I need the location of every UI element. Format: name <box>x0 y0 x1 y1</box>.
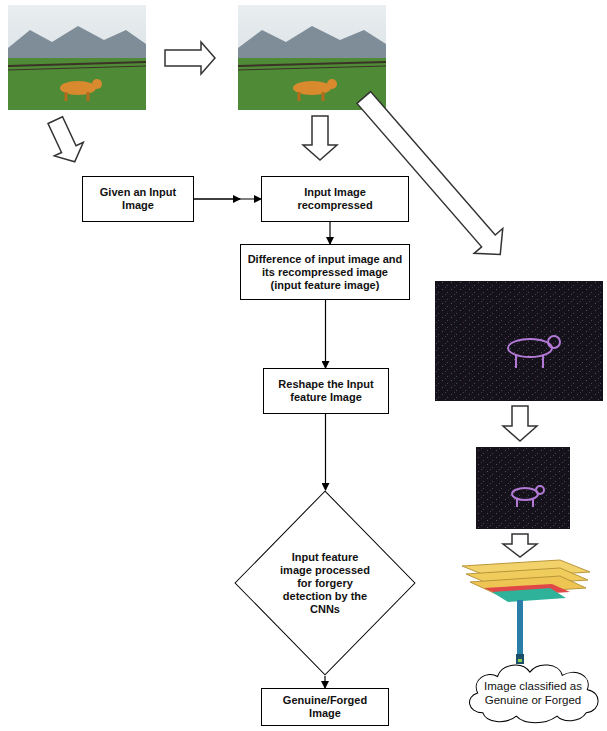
photo-tiger <box>92 79 102 89</box>
process-box: Input Image recompressed <box>261 176 409 222</box>
process-box: Difference of input image and its recomp… <box>240 244 410 300</box>
photo-fence <box>238 66 386 70</box>
dark-ground <box>476 447 570 529</box>
text-group: Difference of input image and its recomp… <box>246 253 404 292</box>
text-group: Image classified as Genuine or Forged <box>481 679 585 707</box>
hollow-arrow <box>503 534 537 557</box>
photo-mountains <box>8 26 146 62</box>
hollow-arrow <box>41 113 89 168</box>
photo-fence <box>238 62 386 66</box>
photo-tiger <box>322 92 325 101</box>
tiger-outline <box>542 355 544 368</box>
cnn-figure <box>462 560 590 664</box>
photo-fence <box>8 66 146 70</box>
noise-overlay <box>435 281 603 401</box>
difference-image <box>435 281 603 401</box>
photo-tiger <box>87 92 90 101</box>
dark-ground <box>435 281 603 401</box>
flow-arrow <box>325 300 326 368</box>
flow-arrow <box>324 676 325 688</box>
process-box: Given an Input Image <box>82 176 194 222</box>
tiger-photo <box>8 5 146 110</box>
text-group: Input feature image processed for forger… <box>275 551 375 616</box>
hollow-arrow <box>165 42 215 74</box>
text-group: Given an Input Image <box>88 186 188 212</box>
node-label: Given an Input Image <box>88 186 188 212</box>
flow-arrow <box>194 198 240 199</box>
node-label: Image classified as Genuine or Forged <box>481 679 585 707</box>
flow-arrow <box>325 414 326 490</box>
process-box: Reshape the Input feature Image <box>263 368 389 414</box>
difference-image-reshaped <box>476 447 570 529</box>
photo-tiger <box>65 92 68 101</box>
tiger-outline <box>532 499 534 507</box>
photo-mountains <box>238 26 386 62</box>
node-label: Difference of input image and its recomp… <box>246 253 404 292</box>
tiger-outline <box>548 336 560 348</box>
photo-sky <box>8 5 146 110</box>
tiger-photo <box>238 5 386 110</box>
cloud-shape <box>470 665 599 723</box>
tiger-outline <box>516 499 518 507</box>
output-box: Genuine/Forged Image <box>261 688 389 726</box>
tiger-outline <box>508 339 552 357</box>
hollow-arrow <box>303 116 337 160</box>
diamond-shape <box>235 491 415 675</box>
node-label: Genuine/Forged Image <box>267 694 383 720</box>
node-label: Reshape the Input feature Image <box>270 378 382 404</box>
cnn-output <box>516 654 524 664</box>
cnn-layer <box>492 588 566 602</box>
node-label: Input Image recompressed <box>267 186 403 212</box>
text-group: Input Image recompressed <box>267 186 403 212</box>
result-cloud: Image classified as Genuine or Forged <box>462 660 604 726</box>
text-group: Genuine/Forged Image <box>267 694 383 720</box>
tiger-outline <box>515 355 517 368</box>
decision-diamond: Input feature image processed for forger… <box>234 490 416 676</box>
hollow-arrow <box>503 406 537 441</box>
flow-arrow <box>194 198 261 199</box>
photo-sky <box>238 5 386 110</box>
text-group: Reshape the Input feature Image <box>270 378 382 404</box>
photo-tiger <box>298 92 301 101</box>
photo-tiger <box>327 79 337 89</box>
flow-arrow <box>329 222 330 244</box>
tiger-outline <box>512 488 538 500</box>
cnn-stem <box>517 600 523 656</box>
node-label: Input feature image processed for forger… <box>275 551 375 616</box>
cloud-outline <box>462 660 604 726</box>
cnn-output <box>518 659 522 662</box>
noise-overlay <box>476 447 570 529</box>
tiger-outline <box>536 486 544 494</box>
photo-field <box>8 58 146 110</box>
photo-fence <box>8 62 146 66</box>
